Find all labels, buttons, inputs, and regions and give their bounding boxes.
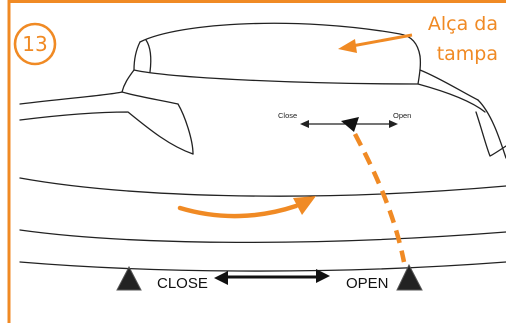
lid-close-label: Close [278, 111, 297, 120]
step-badge: 13 [13, 22, 57, 66]
handle-callout: Alça da tampa [338, 13, 498, 65]
lid-arrow-left-head [300, 120, 309, 128]
callout-arrow-shaft [351, 33, 413, 48]
lid-markings: Close Open [278, 111, 411, 132]
lid-outline [19, 22, 506, 272]
base-open-label: OPEN [346, 275, 389, 292]
frame-border [7, 0, 506, 323]
callout-arrow-head [338, 39, 357, 53]
base-close-label: CLOSE [157, 275, 208, 292]
lid-triangle-icon [341, 117, 359, 132]
base-markings: CLOSE OPEN [116, 263, 423, 292]
base-arrow-left-head [214, 271, 228, 285]
rotation-arrow-icon [177, 196, 316, 219]
callout-line-1: Alça da [428, 13, 498, 35]
close-triangle-icon [116, 265, 142, 291]
alignment-dashed-line [353, 132, 407, 263]
lid-arrow-right-head [389, 120, 398, 128]
lid-open-label: Open [393, 111, 411, 120]
open-triangle-icon [396, 263, 423, 291]
callout-line-2: tampa [437, 43, 498, 65]
base-arrow-right-head [316, 269, 330, 283]
step-number: 13 [22, 32, 47, 56]
